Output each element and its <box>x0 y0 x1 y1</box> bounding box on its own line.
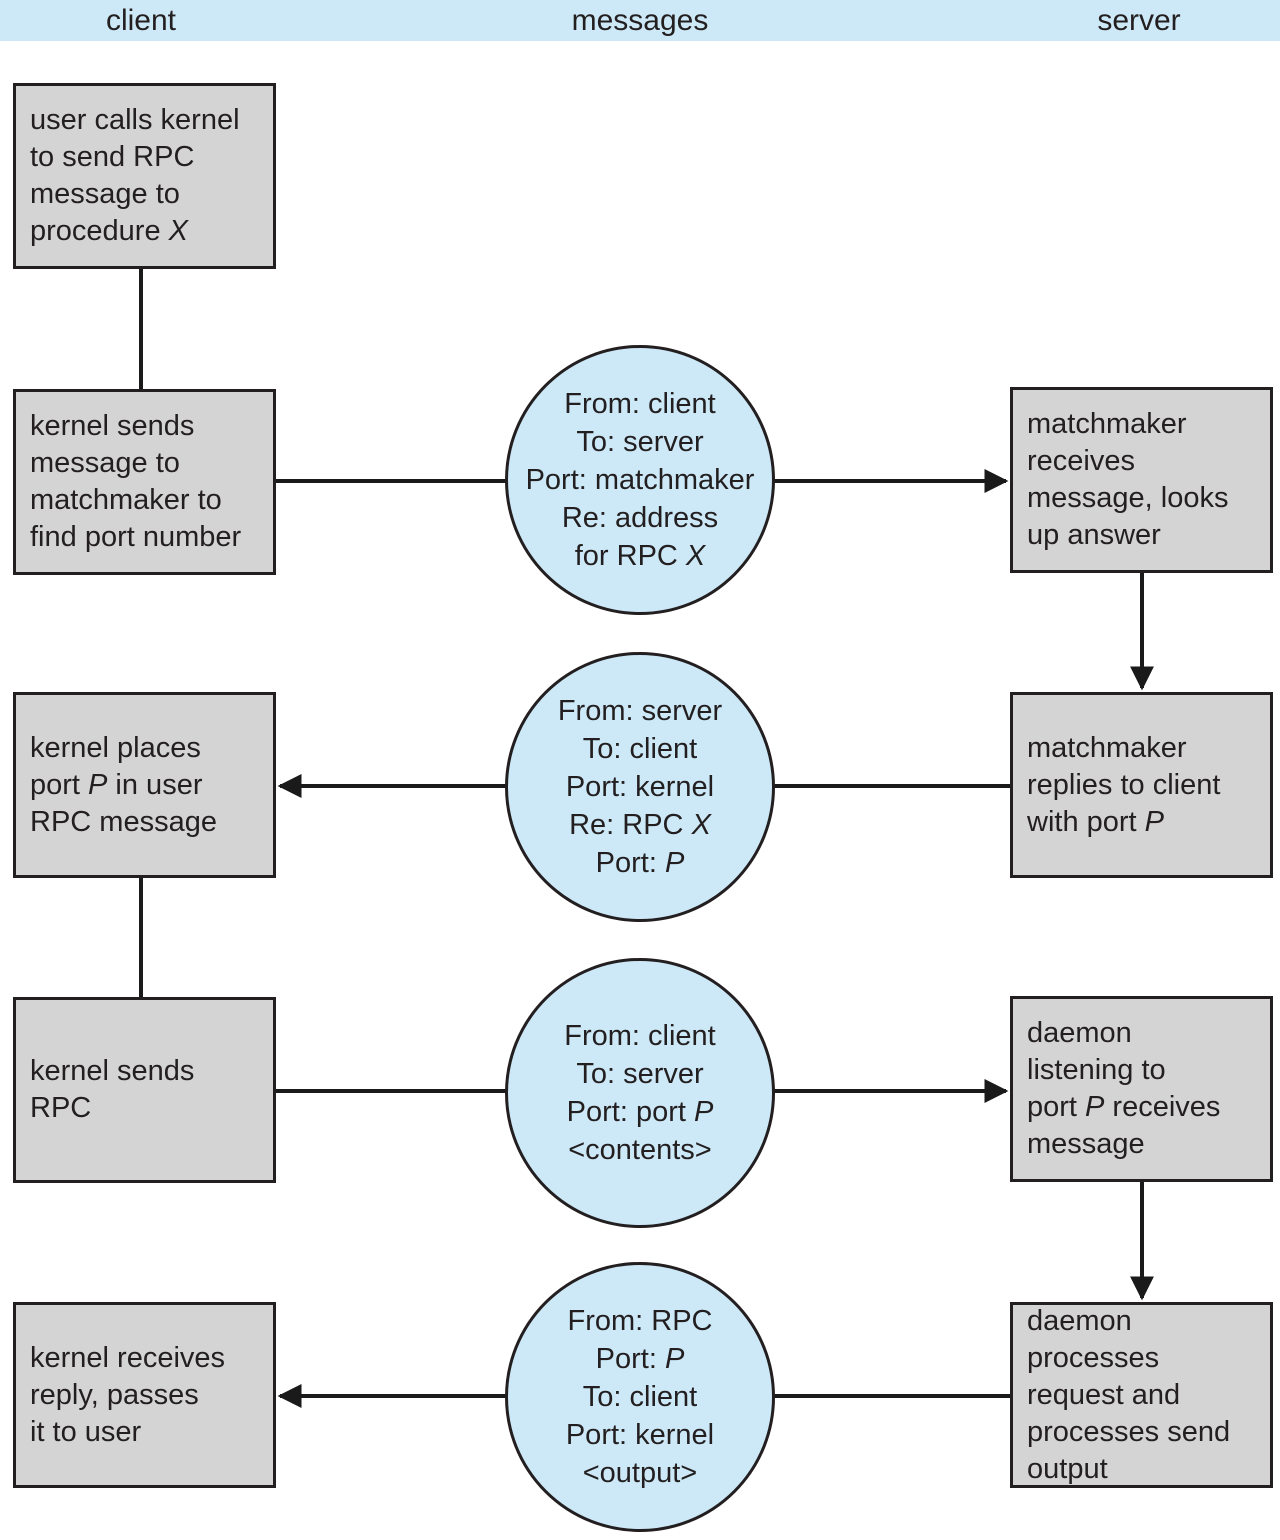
column-label-server: server <box>1097 4 1181 37</box>
server-step-daemon-processes: daemon processes request and processes s… <box>1010 1302 1273 1488</box>
client-step-user-calls-kernel: user calls kernel to send RPC message to… <box>13 83 276 269</box>
column-label-client: client <box>105 4 177 37</box>
message-text: From: server To: client Port: kernel Re:… <box>557 695 723 879</box>
server-step-matchmaker-replies: matchmaker replies to client with port P <box>1010 692 1273 878</box>
column-label-messages: messages <box>571 4 709 37</box>
client-step-kernel-places-port: kernel places port P in user RPC message <box>13 692 276 878</box>
message-circle-rpc-call: From: client To: server Port: port P <co… <box>505 958 775 1228</box>
server-step-matchmaker-receives: matchmaker receives message, looks up an… <box>1010 387 1273 573</box>
server-step-daemon-listening: daemon listening to port P receives mess… <box>1010 996 1273 1182</box>
message-text: From: client To: server Port: matchmaker… <box>525 388 755 572</box>
client-step-text: user calls kernel to send RPC message to… <box>30 104 240 247</box>
client-step-text: kernel receives reply, passes it to user <box>30 1341 226 1448</box>
server-step-text: matchmaker replies to client with port P <box>1027 731 1221 838</box>
client-step-kernel-sends-to-matchmaker: kernel sends message to matchmaker to fi… <box>13 389 276 575</box>
client-step-text: kernel places port P in user RPC message <box>30 731 217 838</box>
client-step-text: kernel sends RPC <box>30 1055 195 1124</box>
server-step-text: daemon listening to port P receives mess… <box>1027 1017 1221 1160</box>
client-step-text: kernel sends message to matchmaker to fi… <box>30 410 242 553</box>
client-step-kernel-sends-rpc: kernel sends RPC <box>13 997 276 1183</box>
column-header-band: client messages server <box>0 0 1280 41</box>
message-text: From: client To: server Port: port P <co… <box>564 1020 716 1166</box>
server-step-text: matchmaker receives message, looks up an… <box>1027 408 1229 551</box>
message-circle-matchmaker-reply: From: server To: client Port: kernel Re:… <box>505 652 775 922</box>
client-step-kernel-receives-reply: kernel receives reply, passes it to user <box>13 1302 276 1488</box>
message-text: From: RPC Port: P To: client Port: kerne… <box>565 1305 715 1489</box>
message-circle-rpc-output: From: RPC Port: P To: client Port: kerne… <box>505 1262 775 1532</box>
message-circle-matchmaker-request: From: client To: server Port: matchmaker… <box>505 345 775 615</box>
server-step-text: daemon processes request and processes s… <box>1027 1304 1231 1485</box>
